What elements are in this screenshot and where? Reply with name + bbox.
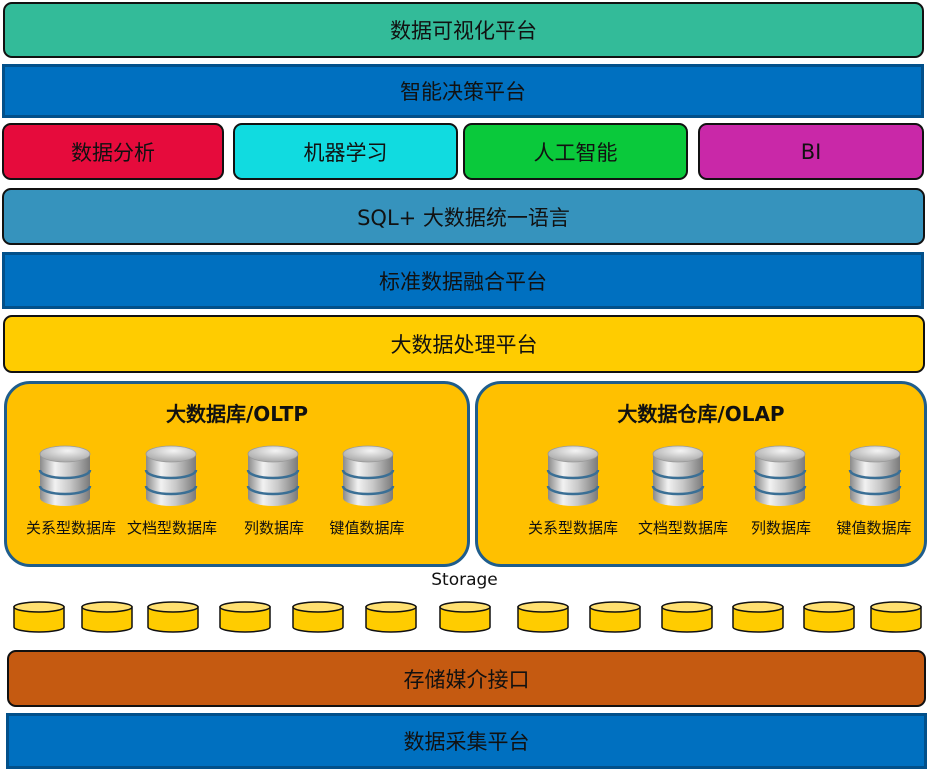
data-collection-platform: 数据采集平台 [6,713,927,769]
app-data-analysis: 数据分析 [2,123,224,180]
storage-disks [0,600,929,636]
storage-disk-icon [589,601,641,633]
big-data-processing-platform: 大数据处理平台 [3,315,925,373]
db-label-document: 文档型数据库 [637,519,729,537]
storage-disk-icon [732,601,784,633]
db-label-relational: 关系型数据库 [25,519,117,537]
olap-group: 大数据仓库/OLAP 关系型数据库 文档型数据库 列数据库 键值数据库 [475,381,927,567]
storage-disk-icon [439,601,491,633]
storage-disk-icon [661,601,713,633]
oltp-group: 大数据库/OLTP 关系型数据库 文档型数据库 列数据库 键值数据库 [4,381,470,567]
app-bi: BI [698,123,924,180]
storage-disk-icon [803,601,855,633]
db-label-column: 列数据库 [243,519,305,537]
storage-disk-icon [365,601,417,633]
db-label-key-value: 键值数据库 [329,519,405,537]
database-icon [246,444,300,508]
app-artificial-intelligence: 人工智能 [463,123,688,180]
layer-label: 标准数据融合平台 [379,269,547,294]
database-icon [144,444,198,508]
layer-label: SQL+ 大数据统一语言 [357,205,570,230]
db-label-column: 列数据库 [750,519,812,537]
db-label-relational: 关系型数据库 [527,519,619,537]
database-icon [341,444,395,508]
intelligent-decision-platform: 智能决策平台 [2,64,924,118]
standard-data-fusion-platform: 标准数据融合平台 [2,252,924,309]
database-icon [651,444,705,508]
storage-label: Storage [431,570,498,590]
storage-media-interface: 存储媒介接口 [7,650,926,707]
database-icon [753,444,807,508]
storage-disk-icon [292,601,344,633]
layer-label: 存储媒介接口 [403,667,530,692]
layer-label: 数据分析 [71,140,155,165]
storage-disk-icon [81,601,133,633]
database-icon [546,444,600,508]
db-label-document: 文档型数据库 [126,519,218,537]
storage-disk-icon [870,601,922,633]
layer-label: 数据采集平台 [403,730,530,754]
db-label-key-value: 键值数据库 [836,519,912,537]
layer-label: 智能决策平台 [400,80,526,104]
storage-disk-icon [219,601,271,633]
sql-unified-language: SQL+ 大数据统一语言 [2,188,925,245]
database-icon [38,444,92,508]
layer-label: 大数据处理平台 [390,333,538,357]
layer-label: 人工智能 [533,140,618,165]
oltp-title: 大数据库/OLTP [165,402,309,426]
storage-disk-icon [147,601,199,633]
database-icon [848,444,902,508]
olap-title: 大数据仓库/OLAP [617,402,785,426]
layer-label: 数据可视化平台 [390,19,537,43]
layer-label: BI [800,139,822,164]
layer-label: 机器学习 [303,140,388,165]
data-visualization-platform: 数据可视化平台 [3,2,924,58]
app-machine-learning: 机器学习 [233,123,458,180]
storage-disk-icon [13,601,65,633]
storage-disk-icon [517,601,569,633]
